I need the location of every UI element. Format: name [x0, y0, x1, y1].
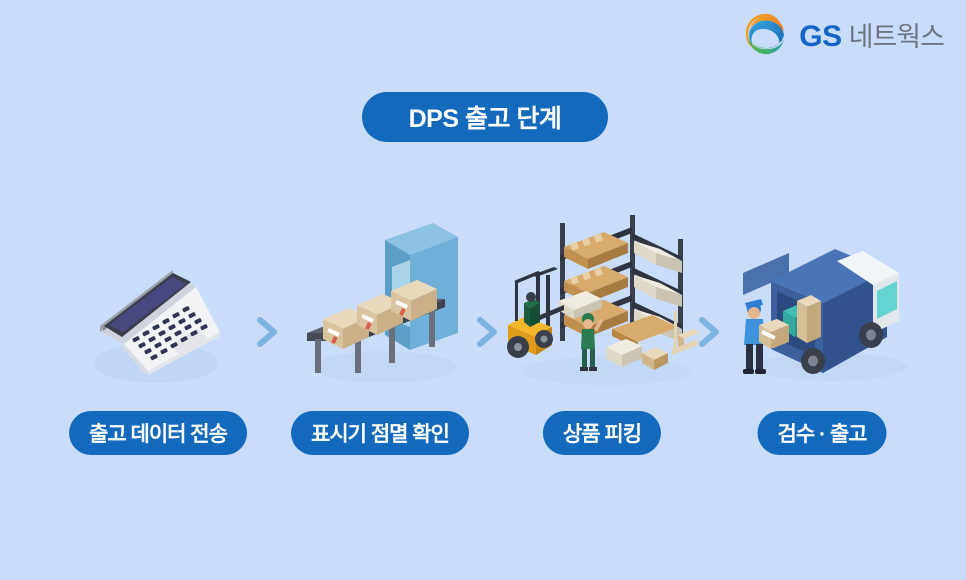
warehouse-forklift-icon [492, 215, 712, 390]
brand-logo: GS 네트웍스 [742, 10, 945, 58]
flow-step-2: 표시기 점멸 확인 [270, 215, 490, 465]
laptop-icon [48, 215, 268, 390]
chevron-right-icon-2 [472, 315, 502, 349]
chevron-right-icon-1 [252, 315, 282, 349]
delivery-truck-icon [712, 215, 932, 390]
brand-wordmark: GS 네트웍스 [799, 15, 945, 54]
chevron-right-icon-3 [694, 315, 724, 349]
brand-name-korean: 네트웍스 [848, 21, 945, 52]
page-title: DPS 출고 단계 [362, 92, 608, 142]
flow-step-4: 검수 · 출고 [712, 215, 932, 465]
flow-step-3-label: 상품 피킹 [542, 411, 662, 455]
conveyor-scanner-icon [270, 215, 490, 390]
flow-step-1: 출고 데이터 전송 [48, 215, 268, 465]
process-flow: 출고 데이터 전송 [0, 215, 966, 465]
gs-swirl-logo-icon [742, 10, 790, 58]
flow-step-4-label: 검수 · 출고 [757, 411, 887, 455]
brand-name-latin: GS [799, 19, 842, 53]
flow-step-1-label: 출고 데이터 전송 [69, 411, 247, 455]
flow-step-3: 상품 피킹 [492, 215, 712, 465]
flow-step-2-label: 표시기 점멸 확인 [291, 411, 469, 455]
